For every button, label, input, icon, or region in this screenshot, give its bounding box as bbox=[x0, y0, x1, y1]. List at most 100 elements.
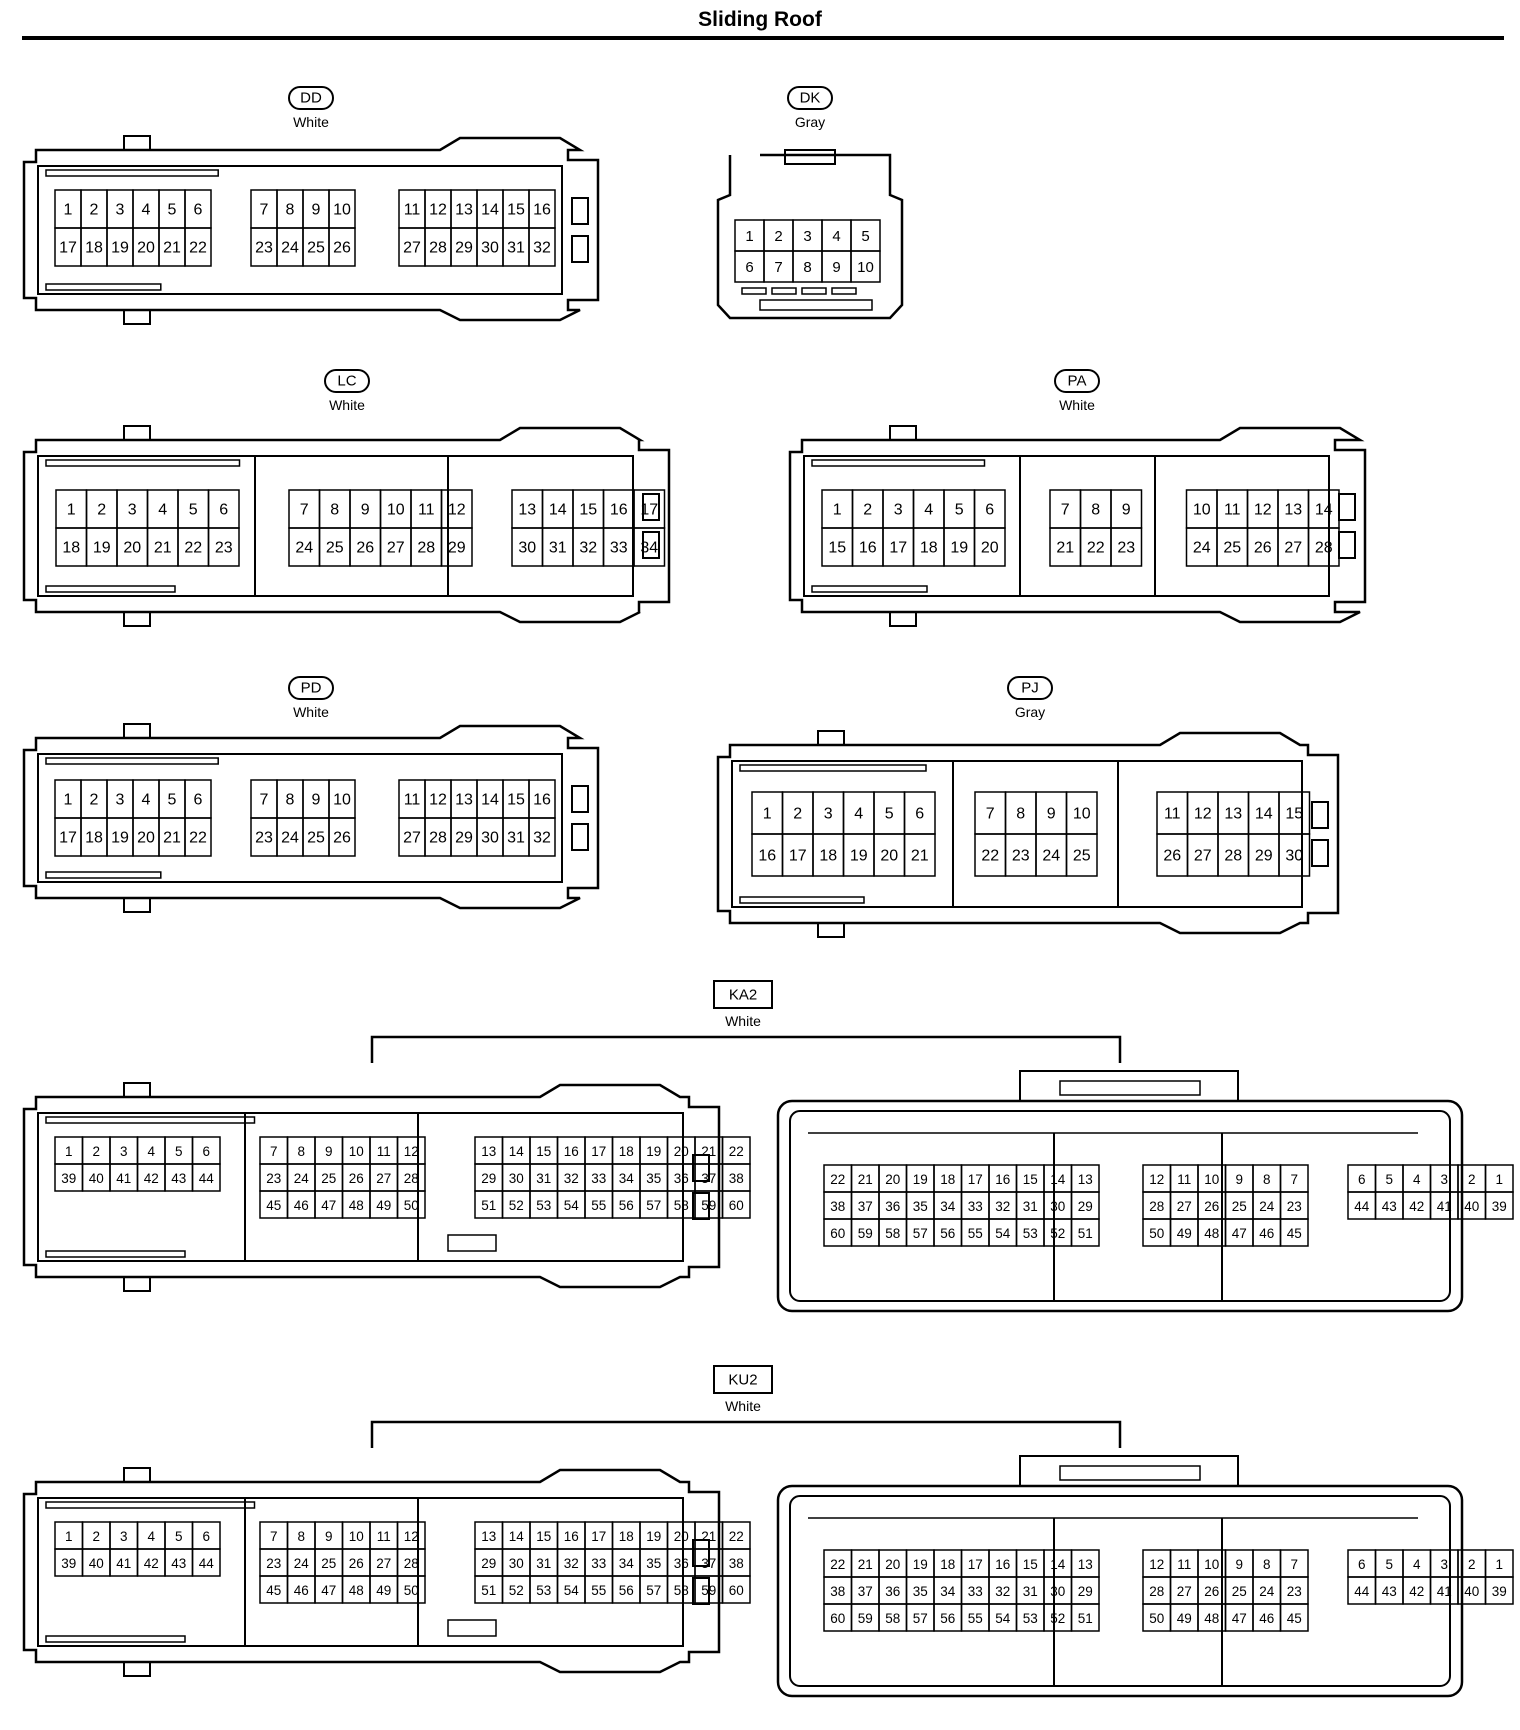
pin-number: 24 bbox=[281, 830, 299, 847]
pin-number: 19 bbox=[850, 848, 868, 865]
pin-number: 15 bbox=[828, 540, 846, 557]
pin-number: 47 bbox=[1232, 1611, 1247, 1626]
pin-number: 12 bbox=[429, 202, 447, 219]
pin-number: 32 bbox=[995, 1199, 1010, 1214]
wire-color: Gray bbox=[795, 114, 825, 130]
pin-number: 9 bbox=[312, 202, 321, 219]
latch bbox=[692, 1192, 710, 1220]
pin-number: 23 bbox=[266, 1171, 281, 1186]
latch bbox=[692, 1539, 710, 1567]
pin-number: 14 bbox=[509, 1529, 525, 1544]
housing-inner bbox=[37, 165, 563, 295]
pin-number: 12 bbox=[404, 1144, 419, 1159]
pin-number: 14 bbox=[1315, 502, 1333, 519]
pin-number: 8 bbox=[286, 202, 295, 219]
pin-number: 9 bbox=[1235, 1557, 1243, 1572]
connector-housing bbox=[788, 426, 1367, 624]
pin-number: 60 bbox=[729, 1198, 744, 1213]
housing-slot bbox=[447, 1234, 497, 1252]
pin-number: 15 bbox=[1023, 1172, 1038, 1187]
pin-number: 18 bbox=[940, 1172, 955, 1187]
pin-number: 48 bbox=[349, 1198, 364, 1213]
pin-number: 22 bbox=[830, 1172, 845, 1187]
pin-number: 15 bbox=[507, 202, 525, 219]
pin-number: 30 bbox=[481, 830, 499, 847]
pin-number: 14 bbox=[1050, 1172, 1066, 1187]
pin-number: 31 bbox=[536, 1171, 551, 1186]
pin-number: 2 bbox=[92, 1529, 100, 1544]
pin-number: 53 bbox=[536, 1583, 551, 1598]
pin-number: 10 bbox=[857, 259, 874, 276]
pin-number: 18 bbox=[62, 540, 80, 557]
pin-number: 49 bbox=[1177, 1611, 1192, 1626]
pin-number: 36 bbox=[674, 1556, 689, 1571]
pin-number: 11 bbox=[377, 1529, 391, 1544]
pin-number: 7 bbox=[300, 502, 309, 519]
pin-number: 33 bbox=[591, 1556, 606, 1571]
pin-number: 24 bbox=[295, 540, 313, 557]
pin-number: 12 bbox=[1149, 1172, 1164, 1187]
pin-number: 46 bbox=[1259, 1226, 1274, 1241]
pin-number: 9 bbox=[832, 259, 840, 276]
pin-number: 25 bbox=[1232, 1584, 1247, 1599]
housing-slot bbox=[45, 1635, 186, 1643]
pin-number: 45 bbox=[266, 1583, 281, 1598]
pin-number: 2 bbox=[90, 792, 99, 809]
pin-number: 7 bbox=[260, 792, 269, 809]
pin-number: 26 bbox=[1163, 848, 1181, 865]
pin-number: 10 bbox=[349, 1529, 364, 1544]
pin-number: 20 bbox=[137, 830, 155, 847]
pin-number: 19 bbox=[111, 830, 129, 847]
pin-number: 1 bbox=[833, 502, 842, 519]
pin-number: 2 bbox=[1468, 1557, 1476, 1572]
pin-number: 3 bbox=[116, 792, 125, 809]
pin-number: 8 bbox=[803, 259, 811, 276]
pin-number: 45 bbox=[1287, 1611, 1302, 1626]
pin-number: 46 bbox=[294, 1583, 309, 1598]
pin-number: 17 bbox=[789, 848, 807, 865]
pin-number: 22 bbox=[189, 830, 207, 847]
pin-number: 39 bbox=[1492, 1584, 1507, 1599]
pin-number: 11 bbox=[1164, 806, 1181, 823]
pin-number: 40 bbox=[89, 1556, 104, 1571]
pin-number: 40 bbox=[89, 1171, 104, 1186]
pin-number: 20 bbox=[674, 1529, 689, 1544]
pin-number: 8 bbox=[1263, 1172, 1271, 1187]
pin-number: 32 bbox=[564, 1171, 579, 1186]
pin-number: 24 bbox=[1042, 848, 1060, 865]
pin-number: 58 bbox=[885, 1226, 900, 1241]
pin-number: 42 bbox=[1409, 1584, 1424, 1599]
pin-number: 26 bbox=[349, 1171, 364, 1186]
connector-housing bbox=[22, 1083, 721, 1289]
pin-number: 13 bbox=[481, 1144, 496, 1159]
pin-number: 1 bbox=[67, 502, 76, 519]
pin-number: 50 bbox=[1149, 1226, 1164, 1241]
connector-housing bbox=[22, 724, 600, 910]
pin-number: 33 bbox=[968, 1584, 983, 1599]
pin-number: 10 bbox=[349, 1144, 364, 1159]
pin-number: 6 bbox=[194, 202, 203, 219]
pin-number: 29 bbox=[455, 240, 473, 257]
pin-cell bbox=[633, 527, 666, 567]
housing-slot bbox=[759, 299, 873, 311]
pin-cell bbox=[1484, 1191, 1514, 1220]
pin-number: 33 bbox=[591, 1171, 606, 1186]
pin-number: 15 bbox=[1023, 1557, 1038, 1572]
pin-number: 18 bbox=[85, 240, 103, 257]
pin-number: 23 bbox=[255, 240, 273, 257]
pin-number: 51 bbox=[481, 1198, 496, 1213]
pin-number: 32 bbox=[564, 1556, 579, 1571]
pin-number: 10 bbox=[1073, 806, 1091, 823]
pin-cell bbox=[1484, 1576, 1514, 1605]
wire-color: Gray bbox=[1015, 704, 1045, 720]
pin-number: 59 bbox=[858, 1611, 873, 1626]
housing-slot bbox=[1059, 1465, 1201, 1481]
pin-number: 51 bbox=[481, 1583, 496, 1598]
pin-number: 23 bbox=[215, 540, 233, 557]
pin-number: 39 bbox=[1492, 1199, 1507, 1214]
pin-number: 1 bbox=[65, 1529, 73, 1544]
pin-number: 26 bbox=[1204, 1199, 1219, 1214]
